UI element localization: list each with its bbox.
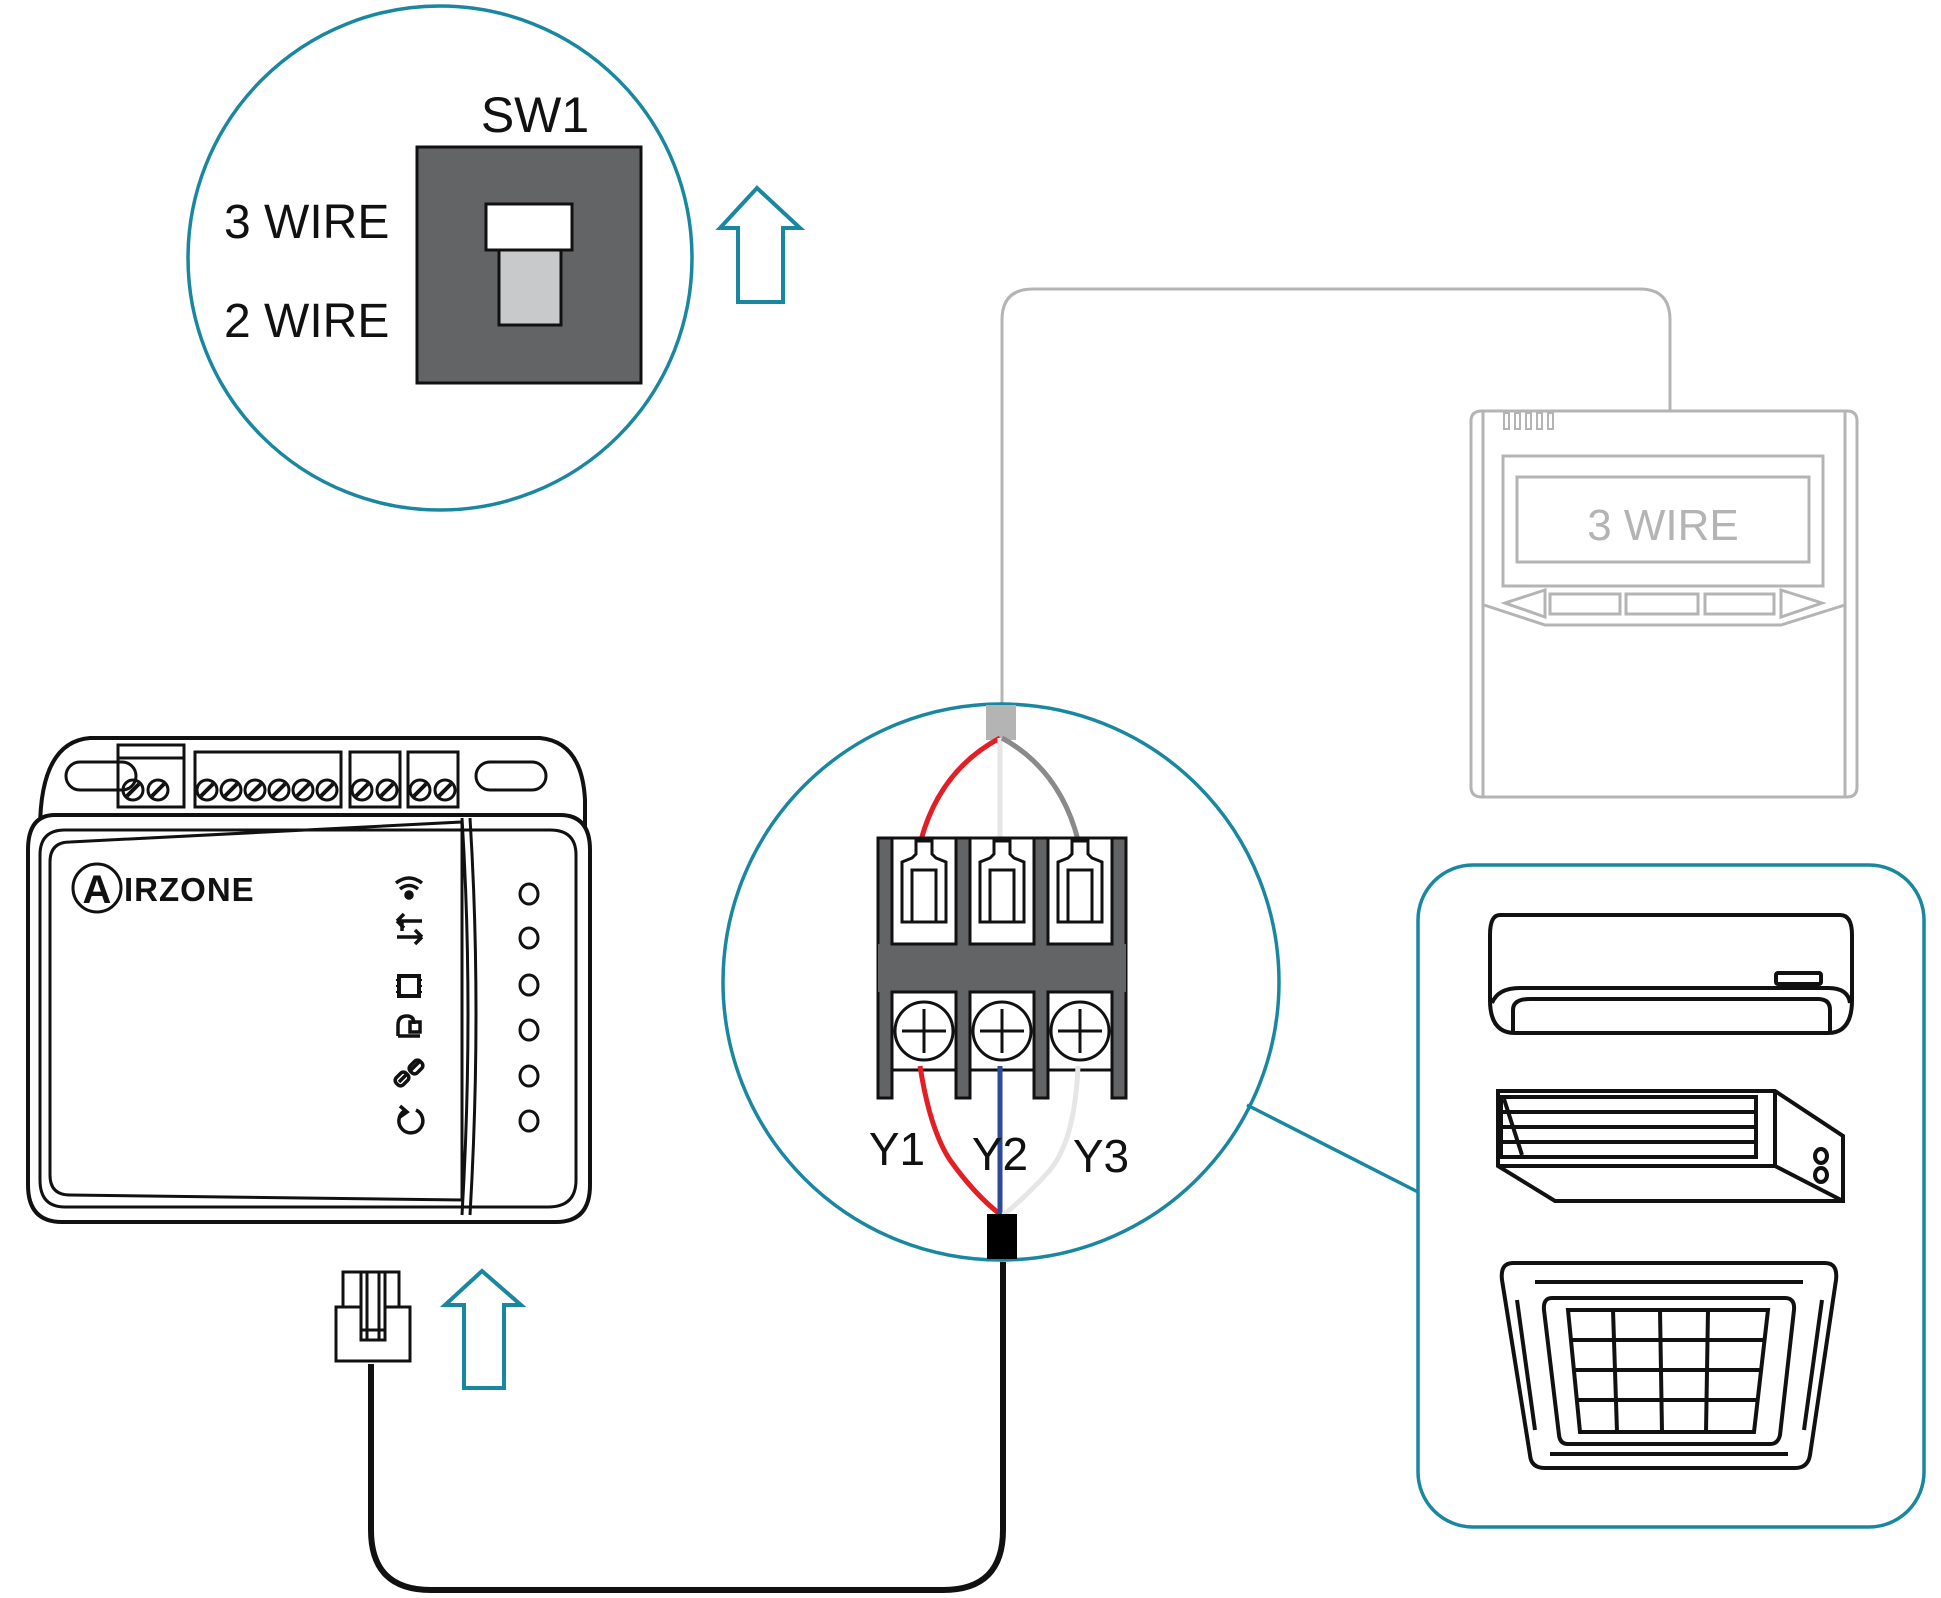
- sw1-title: SW1: [481, 87, 589, 143]
- terminal-clamp-inner: [1066, 868, 1094, 922]
- screw-slot: [223, 782, 239, 798]
- black-connector: [987, 1214, 1017, 1259]
- terminal-label-y1: Y1: [869, 1123, 925, 1175]
- mounting-slot-right: [474, 760, 548, 792]
- gray-connector: [986, 705, 1016, 740]
- screw-slot: [319, 782, 335, 798]
- link-icon: [393, 1058, 425, 1088]
- terminal-screw: [267, 778, 291, 802]
- terminal-screw: [121, 778, 145, 802]
- screw-slot: [437, 782, 453, 798]
- terminal-strip: [116, 743, 460, 809]
- terminal-label-y2: Y2: [972, 1128, 1028, 1180]
- screw-slot: [150, 782, 166, 798]
- thermostat-display-text: 3 WIRE: [1587, 501, 1739, 550]
- terminal-screw: [146, 778, 170, 802]
- led: [518, 1064, 540, 1088]
- device-back-plate: [38, 736, 587, 1180]
- thermostat: 3 WIRE: [1469, 409, 1859, 799]
- logo-circle: [71, 862, 123, 914]
- bus-connector-plug: [334, 1270, 412, 1363]
- screw-slot: [199, 782, 215, 798]
- thermostat-cable: [1000, 287, 1672, 712]
- vent-slots: [1503, 412, 1554, 430]
- status-icons: [393, 876, 425, 1135]
- terminal-clamp-inner: [910, 868, 938, 922]
- switch-lever[interactable]: [484, 202, 574, 252]
- terminal-screw: [219, 778, 243, 802]
- device-side-panel-line-2: [468, 817, 478, 1216]
- led: [518, 1018, 540, 1042]
- led: [518, 973, 540, 997]
- terminal-screw: [243, 778, 267, 802]
- screw-slot: [271, 782, 287, 798]
- mounting-slot-left: [64, 760, 138, 792]
- led: [518, 882, 540, 906]
- led: [518, 1109, 540, 1133]
- device-body-outer: [26, 813, 592, 1224]
- thermostat-button-2[interactable]: [1624, 592, 1700, 616]
- wire-gray-top: [1000, 735, 1081, 841]
- terminal-clamp-inner: [988, 868, 1016, 922]
- screw-slot: [379, 782, 395, 798]
- device-body-inner: [38, 828, 578, 1209]
- terminal-block-detail: Y1 Y2 Y3: [721, 702, 1281, 1262]
- arrow-up-icon: [715, 185, 806, 304]
- switch-lever-track: [497, 247, 563, 327]
- ducted-unit: [1496, 1089, 1845, 1203]
- hvac-units-panel: [1416, 863, 1926, 1529]
- led: [518, 926, 540, 950]
- transfer-arrows-icon: [395, 912, 424, 946]
- wire-white-bottom: [1001, 1065, 1081, 1217]
- terminal-group-4: [406, 750, 460, 809]
- bus-cable: [368, 1262, 1006, 1593]
- thermostat-button-3[interactable]: [1703, 592, 1776, 616]
- terminal-screw: [408, 778, 432, 802]
- airzone-logo: A IRZONE: [71, 862, 255, 914]
- screw-slot: [247, 782, 263, 798]
- terminal-group-3: [348, 750, 402, 809]
- screw-slot: [412, 782, 428, 798]
- device-face: [48, 820, 464, 1202]
- terminal-block: [876, 836, 1128, 1100]
- terminal-screw: [375, 778, 399, 802]
- terminal-screw: [350, 778, 374, 802]
- sw1-detail: SW1 3 WIRE 2 WIRE: [186, 4, 694, 512]
- hvac-units-box: [1416, 863, 1926, 1529]
- airzone-device: A IRZONE: [26, 736, 592, 1224]
- logo-initial: A: [83, 868, 112, 912]
- wall-split-unit: [1488, 913, 1854, 1035]
- thermostat-button-1[interactable]: [1548, 592, 1622, 616]
- terminal-label-y3: Y3: [1073, 1130, 1129, 1182]
- button-bar: [1483, 603, 1846, 627]
- terminal-group-1: [116, 743, 186, 809]
- chip-icon: [396, 974, 422, 998]
- cassette-unit: [1499, 1261, 1839, 1470]
- wifi-icon: [394, 876, 424, 900]
- reset-icon: [397, 1104, 425, 1135]
- arrow-up-icon: [439, 1268, 527, 1390]
- screw-slot: [125, 782, 141, 798]
- screw-slot: [354, 782, 370, 798]
- terminal-group-2: [193, 750, 343, 809]
- thermostat-body: [1469, 409, 1859, 799]
- label-3-wire: 3 WIRE: [224, 196, 389, 249]
- wire-red-bottom: [917, 1065, 1003, 1217]
- device-side-panel-line: [460, 817, 470, 1216]
- screw-slot: [295, 782, 311, 798]
- display-screen: [1515, 475, 1811, 564]
- terminal-screw: [291, 778, 315, 802]
- callout-line: [1246, 1103, 1419, 1194]
- display-frame: [1501, 454, 1825, 588]
- label-2-wire: 2 WIRE: [224, 295, 389, 348]
- led-column: [518, 882, 540, 1133]
- plug-icon: [396, 1014, 422, 1038]
- terminal-screw: [195, 778, 219, 802]
- terminal-screw: [433, 778, 457, 802]
- wire-red-top: [918, 735, 1002, 841]
- terminal-screw: [315, 778, 339, 802]
- logo-text: IRZONE: [124, 871, 255, 908]
